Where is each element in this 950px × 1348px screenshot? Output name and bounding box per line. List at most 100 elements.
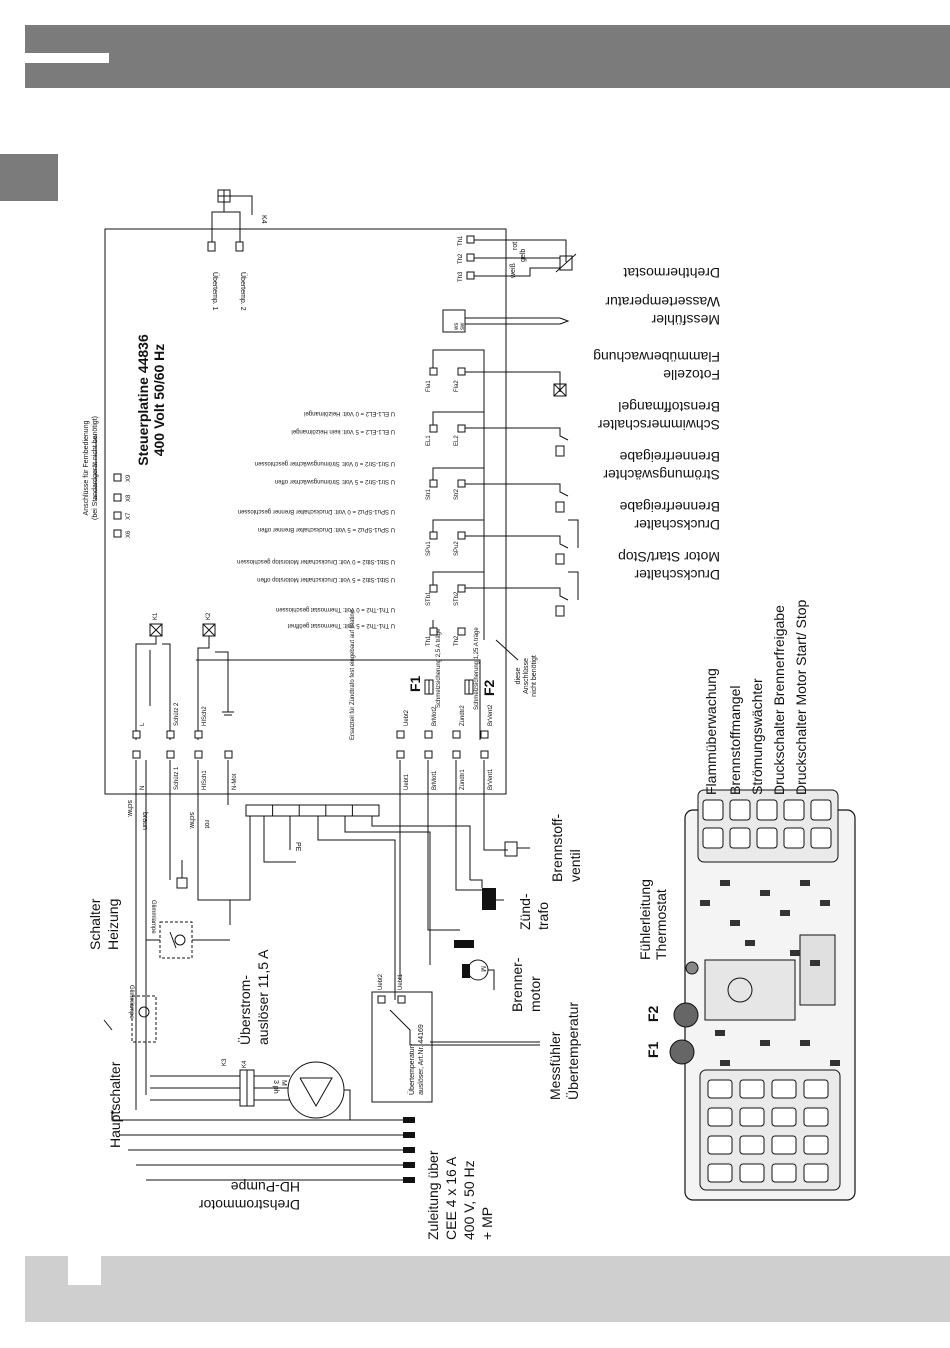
heating-switch [159, 921, 193, 959]
terminal-label: EL1 [426, 435, 432, 446]
terminal-label: HISch2 [202, 706, 208, 726]
terminal-label: HISch1 [202, 770, 208, 790]
annotation: CEE 4 x 16 A [443, 1156, 459, 1240]
device-label: Drehthermostat [623, 265, 720, 281]
legend-item: Druckschalter Motor Start/ Stop [793, 599, 809, 795]
terminal-label: Fla2 [454, 380, 460, 392]
wire-rot: rot [512, 242, 519, 250]
annotation: Brenner- [509, 957, 525, 1012]
status-line: U EL1-EL2 = 0 Volt: Heizölmangel [304, 410, 395, 416]
ignition-transformer [482, 888, 496, 910]
remote-terminal: X7 [126, 512, 132, 520]
annotation: Überstrom- [236, 975, 253, 1045]
annotation: Schalter [87, 898, 103, 950]
not-needed-3: nicht benötigt [531, 655, 538, 697]
terminal-label: Th3 [458, 271, 464, 282]
remote-terminal: X8 [126, 494, 132, 502]
device-label: Strömungswächter [603, 467, 720, 483]
annotation: Messfühler [547, 1031, 563, 1100]
terminal-label: Fla1 [426, 380, 432, 392]
terminal-label: STb2 [454, 591, 460, 606]
fuel-valve [504, 841, 518, 857]
terminal-label: Uebt1 [404, 773, 410, 790]
main-switch-label: Hauptschalter [107, 1061, 123, 1148]
terminal-label: L [140, 722, 146, 726]
device-label: Brenstoffmangel [618, 399, 720, 415]
motor-label-m: M [280, 1080, 287, 1086]
terminal-label: Uebt2 [404, 709, 410, 726]
annotation: motor [527, 976, 543, 1012]
fuehler-label-1: Fühlerleitung [637, 879, 653, 960]
right-terminal-strip [429, 235, 579, 661]
terminal-label: Str1 [426, 488, 432, 500]
terminal-label: SPu1 [426, 541, 432, 556]
terminal-bus [245, 804, 380, 817]
terminal-label: Th1 [426, 635, 432, 646]
status-line: U Str1-Str2 = 5 Volt: Strömungswächter o… [275, 478, 395, 484]
terminal-label: Th2 [458, 253, 464, 264]
supply-cable [111, 1110, 415, 1183]
k4-label: K4 [260, 215, 267, 224]
header-accent [25, 53, 109, 63]
k3-label: K3 [222, 1058, 228, 1066]
annotation: Drehstrommotor [199, 1197, 300, 1213]
device-label: Drucksch­alter [634, 567, 720, 583]
device-label: Schwimmerschalter [598, 417, 720, 433]
remote-terminal: X6 [126, 530, 132, 538]
control-board [104, 228, 507, 795]
device-label: Flammüberwachung [593, 349, 720, 365]
status-line: U SPu1-SPu2 = 0 Volt: Druckschalter Bren… [238, 508, 395, 514]
wire-schw2: schw. [188, 812, 195, 830]
annotation: Übertemperatur [564, 1002, 581, 1100]
status-line: U Th1-Th2 = 5 Volt: Thermostat geöffnet [287, 622, 395, 628]
annotation: 400 V, 50 Hz [461, 1160, 477, 1240]
terminal-label: EL2 [454, 435, 460, 446]
annotation: auslöser 11,5 A [255, 949, 271, 1045]
terminal-label: Schütz 1 [174, 766, 180, 790]
not-needed-2: Anschlüsse [523, 658, 530, 694]
k4-small-label: K4 [242, 1060, 248, 1068]
status-line: U Stb1-Stb2 = 0 Volt: Druckschalter Moto… [237, 558, 395, 564]
status-line: U EL1-EL2 = 5 Volt: kein Heizölmangel [291, 428, 395, 434]
overtemp-label-1: Übertemperatur- [408, 1043, 416, 1095]
terminal-label: SPu2 [454, 541, 460, 556]
device-label: Brennerfreigabe [619, 449, 720, 465]
overtemp-trip [371, 991, 433, 1103]
fuse-f1-note: Schmelzsicherung 2,5 A träge [436, 628, 442, 708]
status-line: U Str1-Str2 = 0 Volt: Strömungswächter g… [255, 460, 395, 466]
glimmlampe-1: Glimmlampe [150, 900, 156, 934]
k1-label: K1 [153, 612, 159, 620]
fuse-f1-photo [669, 1039, 695, 1065]
annotation: HD-Pumpe [231, 1179, 300, 1195]
remote-note-1: Anschlüsse für Fernbedienung [83, 420, 90, 515]
overtemp-label-2: auslöser, Art.Nr. 44169 [418, 1024, 425, 1095]
annotation: + MP [479, 1207, 495, 1240]
k2-label: K2 [206, 612, 212, 620]
status-text-block: U Th1-Th2 = 5 Volt: Thermostat geöffnet U… [237, 410, 395, 628]
device-label: Fotozelle [663, 367, 720, 383]
wire-schw: schw. [126, 800, 133, 818]
remote-terminal: X9 [126, 474, 132, 482]
fuse-f2-note: Schmelzsicherung 1,25 A träge [474, 627, 480, 710]
status-line: U SPu1-SPu2 = 5 Volt: Druckschalter Bren… [258, 526, 395, 532]
legend-f2: F2 [645, 1005, 661, 1022]
uebt2-small: Uebt2 [378, 973, 384, 990]
status-line: U Th1-Th2 = 0 Volt: Thermostat geschloss… [276, 606, 395, 612]
annotation: trafo [535, 902, 551, 930]
uebertemp2-label: Übertemp. 2 [239, 272, 247, 311]
device-label: Brennerfreigabe [619, 499, 720, 515]
legend-item: Strömungswächter [749, 678, 765, 795]
annotation: Brennstoff- [549, 813, 565, 882]
terminal-label: N [140, 786, 146, 790]
board-subtitle: 400 Volt 50/60 Hz [151, 344, 167, 457]
terminal-label: Str2 [454, 488, 460, 500]
fuse-f2-board: F2 [481, 679, 497, 696]
terminal-label: Zündtr1 [460, 769, 466, 790]
page-number-box [68, 1256, 101, 1285]
wire-sw: sw [460, 322, 466, 330]
status-line: U Stb1-Stb2 = 5 Volt: Druckschalter Moto… [257, 576, 395, 582]
annotation: Zuleitung über [425, 1150, 441, 1240]
terminal-label: BrVent1 [488, 768, 494, 790]
main-switch [131, 995, 157, 1043]
